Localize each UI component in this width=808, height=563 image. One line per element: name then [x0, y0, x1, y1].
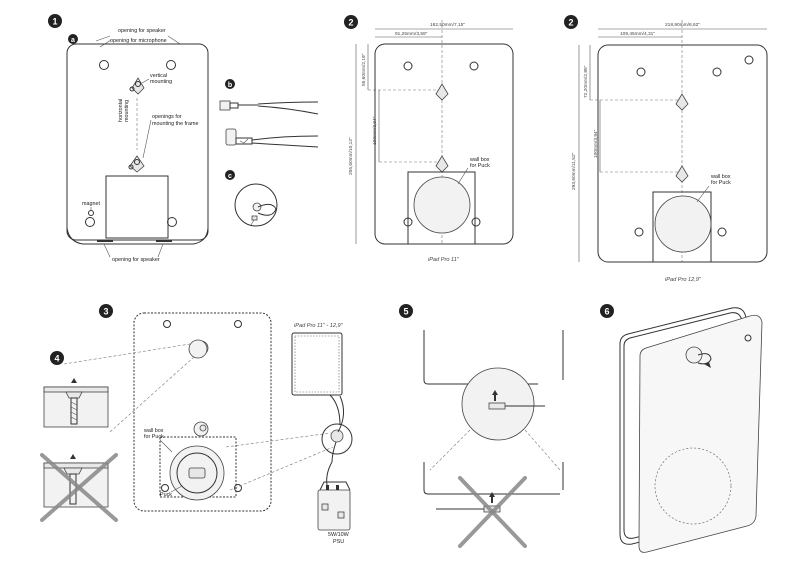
- svg-text:mounting: mounting: [124, 100, 130, 122]
- label-opening-speaker-bottom: opening for speaker: [112, 257, 160, 263]
- panel-2-ipad-11-template: 2 182,50mm/7,15" 91,25mm/3,59" 255,60mm/…: [344, 15, 514, 263]
- step-badge-6: 6: [600, 304, 614, 318]
- wall-box-recess: [159, 436, 237, 498]
- svg-text:2: 2: [568, 18, 573, 28]
- speaker-grille-left: [97, 240, 113, 242]
- detail-target: [188, 339, 208, 359]
- dim-ipad12-width: 218,90mm/8,62": [665, 22, 700, 28]
- magnet-marker: [88, 210, 94, 216]
- ipad-device: [291, 332, 343, 396]
- svg-text:for Puck: for Puck: [711, 180, 731, 186]
- svg-text:5: 5: [403, 307, 408, 317]
- psu-adapter: [317, 481, 351, 531]
- dim-ipad12-height: 293,60mm/11,52": [571, 152, 577, 190]
- puck-connector: [251, 215, 258, 221]
- step-badge-1: 1: [48, 14, 62, 28]
- svg-text:1: 1: [52, 17, 57, 27]
- label-openings-frame: openings for: [152, 114, 182, 120]
- panel-c-puck: c: [225, 170, 278, 227]
- screw-incorrect: [40, 453, 118, 522]
- frame-back: [66, 43, 209, 241]
- keyhole: [435, 83, 449, 101]
- keyhole-mount-bottom: [128, 155, 145, 173]
- panel-6-attach-ipad: 6: [600, 304, 763, 553]
- dim-ipad11-top: 55,60mm/2,19": [361, 53, 367, 86]
- panel-5-cable-connection: 5: [399, 304, 564, 548]
- mount-hole: [167, 217, 177, 227]
- mount-hole: [85, 217, 95, 227]
- frame-outline-dotted: [133, 312, 272, 512]
- dim-ipad11-offset: 91,25mm/3,59": [395, 31, 428, 37]
- dim-ipad11-width: 182,50mm/7,15": [430, 22, 465, 28]
- label-vertical-mounting: vertical: [150, 73, 167, 79]
- keyhole: [435, 155, 449, 173]
- ipad11-puck-area: [407, 171, 476, 245]
- dim-ipad12-top: 72,20mm/2,85": [583, 65, 589, 98]
- svg-text:c: c: [228, 173, 232, 180]
- usb-c-plug: [225, 128, 237, 146]
- keyhole: [675, 93, 689, 111]
- wall-screw-bottom: [193, 421, 209, 437]
- label-opening-microphone: opening for microphone: [110, 38, 167, 44]
- step-badge-3: 3: [99, 304, 113, 318]
- svg-text:for Puck: for Puck: [470, 163, 490, 169]
- step-badge-2: 2: [344, 15, 358, 29]
- label-puck: Puck: [160, 492, 172, 498]
- sub-badge-a: a: [68, 34, 78, 44]
- panel-3-wall-mounting: 3 wall box for Puck Puck iPad Pro 11": [99, 304, 353, 545]
- svg-text:a: a: [71, 37, 75, 44]
- panel-2-ipad-12-template: 2 218,90mm/8,62" 109,45mm/4,31" 293,60mm…: [564, 15, 768, 283]
- label-wall-box-p3: wall box: [143, 428, 164, 434]
- label-psu-rating: 5W/10W: [328, 532, 350, 538]
- keyhole: [675, 165, 689, 183]
- caption-ipad-both: iPad Pro 11" - 12,9": [294, 323, 344, 329]
- panel-4-screw-detail: 4: [40, 339, 208, 522]
- panel-b-cables: b: [219, 79, 319, 148]
- svg-text:2: 2: [348, 18, 353, 28]
- label-wall-box: wall box: [710, 174, 731, 180]
- mount-hole: [166, 60, 176, 70]
- svg-text:6: 6: [604, 307, 609, 317]
- keyhole-mount-top: [129, 77, 145, 95]
- svg-text:3: 3: [103, 307, 108, 317]
- caption-ipad12: iPad Pro 12,9": [665, 277, 702, 283]
- wall-box-circle: [413, 176, 471, 234]
- dim-ipad12-offset: 109,45mm/4,31": [620, 31, 655, 37]
- label-opening-speaker-top: opening for speaker: [118, 28, 166, 34]
- svg-text:4: 4: [54, 354, 59, 364]
- svg-text:b: b: [228, 82, 232, 89]
- usb-c-connector: [488, 402, 506, 410]
- puck-on-frame: [685, 346, 703, 364]
- frame-angled: [638, 314, 763, 553]
- label-psu: PSU: [333, 539, 344, 545]
- puck-detail-circle: [321, 423, 353, 455]
- speaker-grille-right: [156, 240, 172, 242]
- step-badge-5: 5: [399, 304, 413, 318]
- wall-box-circle: [654, 195, 712, 253]
- puck-target-area: [654, 447, 732, 525]
- sub-badge-c: c: [225, 170, 235, 180]
- panel-1-frame-overview: 1 a opening for speaker opening for micr…: [48, 14, 209, 263]
- sub-badge-b: b: [225, 79, 235, 89]
- caption-ipad11: iPad Pro 11": [428, 257, 460, 263]
- puck-recess: [105, 175, 169, 239]
- svg-text:mounting: mounting: [150, 79, 172, 85]
- dim-ipad11-height: 255,60mm/10,12": [348, 137, 354, 175]
- label-wall-box: wall box: [469, 157, 490, 163]
- dim-ipad12-mid: 100mm/3,94": [593, 129, 599, 158]
- label-magnet: magnet: [82, 201, 100, 207]
- usb-a-plug: [219, 100, 231, 111]
- puck-usb-port: [188, 467, 206, 479]
- step-badge-2-second: 2: [564, 15, 578, 29]
- svg-text:mounting the frame: mounting the frame: [152, 121, 198, 127]
- step-badge-4: 4: [50, 351, 64, 365]
- screw-correct: [43, 378, 109, 428]
- mount-hole: [99, 60, 109, 70]
- label-horizontal-mounting: horizontal: [118, 99, 124, 122]
- svg-text:for Puck: for Puck: [144, 434, 164, 440]
- puck-disc: [234, 183, 278, 227]
